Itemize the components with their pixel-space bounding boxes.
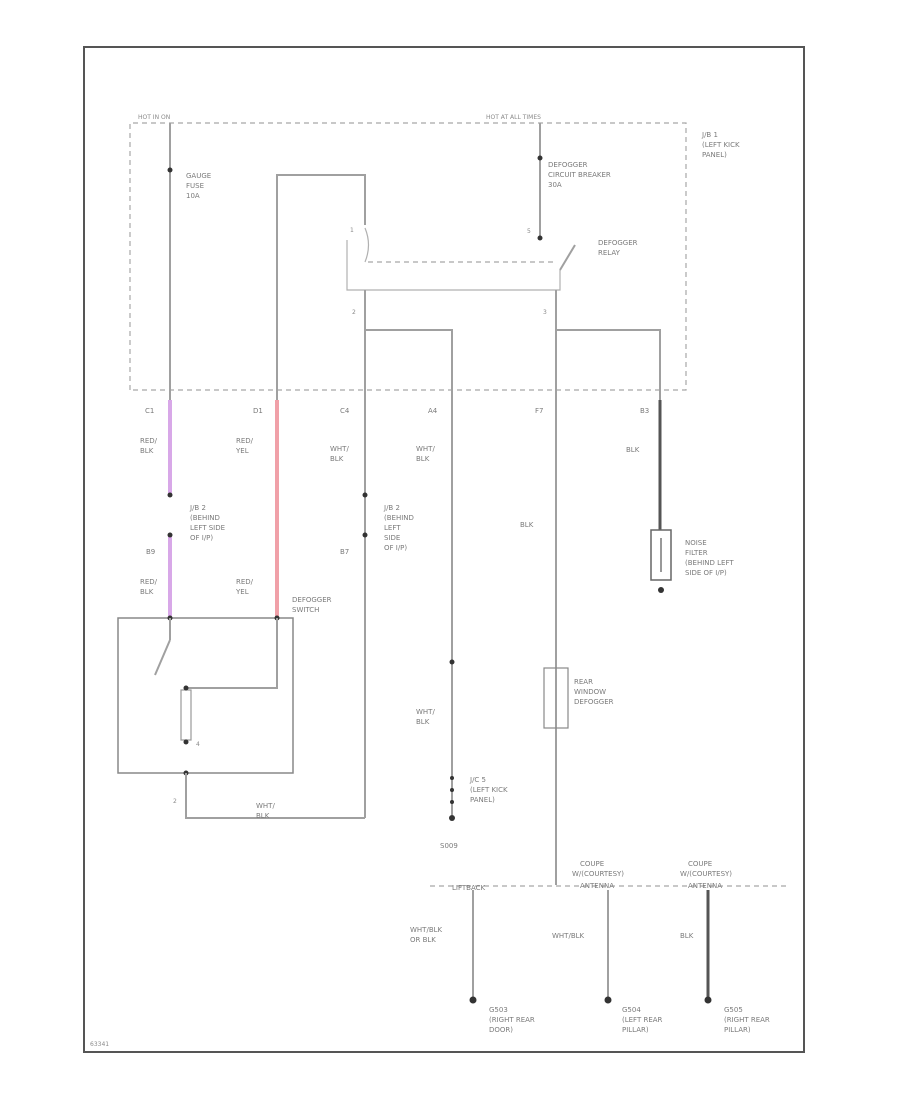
- relay-pin-2: 2: [352, 309, 356, 316]
- wire-d1-relay: [276, 174, 366, 400]
- coupe1-label: COUPE W/(COURTESY) ANTENNA: [572, 860, 626, 890]
- jb2-mid-node: [362, 492, 368, 498]
- pin-b3: B3: [640, 407, 649, 415]
- rear-defogger-element: [543, 667, 569, 729]
- wire-label-wht-blk-or-blk: WHT/BLK OR BLK: [410, 926, 444, 944]
- junction-block-outline: [129, 122, 687, 391]
- jb2-mid-node-2: [362, 532, 368, 538]
- relay-pin-3: 3: [543, 309, 547, 316]
- circuit-breaker-label: DEFOGGER CIRCUIT BREAKER 30A: [548, 161, 613, 189]
- jc-label: J/C 5 (LEFT KICK PANEL): [469, 776, 510, 804]
- wire-pin3-b3: [556, 329, 661, 400]
- coupe2-label: COUPE W/(COURTESY) ANTENNA: [680, 860, 734, 890]
- pin-c4: C4: [340, 407, 350, 415]
- gauge-fuse-label: GAUGE FUSE 10A: [186, 172, 213, 200]
- relay-label: DEFOGGER RELAY: [598, 239, 640, 257]
- switch-indicator: [180, 689, 192, 741]
- switch-node-4: [183, 739, 189, 745]
- wire-label-red-yel-1: RED/ YEL: [235, 437, 255, 455]
- wire-label-wht-blk-5: WHT/BLK: [552, 932, 585, 940]
- wire-label-wht-blk-1: WHT/ BLK: [330, 445, 351, 463]
- switch-pin-2: 2: [173, 798, 177, 805]
- pin-b9: B9: [146, 548, 155, 556]
- relay-pin-1: 1: [350, 227, 354, 234]
- switch-node-3: [183, 685, 189, 691]
- jc-node-3: [450, 800, 454, 804]
- wire-label-blk-2: BLK: [626, 446, 640, 454]
- a4-node: [449, 659, 455, 665]
- hot-all-label: HOT AT ALL TIMES: [486, 114, 541, 121]
- breaker-node-2: [537, 235, 543, 241]
- wire-label-wht-blk-4: WHT/ BLK: [416, 708, 437, 726]
- fuse-node: [167, 167, 173, 173]
- ground-g503: [469, 996, 477, 1004]
- hot-run-label: HOT IN ON: [138, 114, 170, 121]
- jb1-label: J/B 1 (LEFT KICK PANEL): [701, 131, 742, 159]
- switch-blade: [154, 639, 171, 676]
- noise-filter-ground: [658, 587, 664, 593]
- defogger-switch-box: [117, 617, 294, 774]
- relay-coil-arc: [364, 227, 370, 263]
- jb2-left-node: [167, 492, 173, 498]
- jc-ground: [449, 815, 455, 821]
- pin-c1: C1: [145, 407, 154, 415]
- splice-label: S009: [440, 842, 458, 850]
- wire-pin2-a4: [365, 329, 453, 400]
- rear-defogger-label: REAR WINDOW DEFOGGER: [574, 678, 614, 706]
- wire-label-blk-1: BLK: [520, 521, 534, 529]
- jc-node-2: [450, 788, 454, 792]
- jb2-left-node-2: [167, 532, 173, 538]
- breaker-pin-5: 5: [527, 228, 531, 235]
- jc-node-1: [450, 776, 454, 780]
- wire-label-wht-blk-3: WHT/ BLK: [256, 802, 277, 820]
- pin-b7: B7: [340, 548, 349, 556]
- defogger-switch-label: DEFOGGER SWITCH: [292, 596, 334, 614]
- relay-coil: [346, 240, 561, 291]
- jb2-mid-label: J/B 2 (BEHIND LEFT SIDE OF I/P): [383, 504, 416, 552]
- noise-filter-label: NOISE FILTER (BEHIND LEFT SIDE OF I/P): [685, 539, 736, 577]
- ground-g505-label: G505 (RIGHT REAR PILLAR): [724, 1006, 772, 1034]
- ground-g504: [604, 996, 612, 1004]
- jb2-left-label: J/B 2 (BEHIND LEFT SIDE OF I/P): [189, 504, 227, 542]
- ground-g505: [704, 996, 712, 1004]
- noise-filter: [650, 529, 672, 581]
- breaker-node: [537, 155, 543, 161]
- switch-pin-4: 4: [196, 741, 200, 748]
- diagram-id: 63341: [90, 1041, 109, 1048]
- ground-g504-label: G504 (LEFT REAR PILLAR): [622, 1006, 665, 1034]
- pin-d1: D1: [253, 407, 263, 415]
- switch-link: [186, 618, 278, 689]
- wire-label-red-blk-1: RED/ BLK: [140, 437, 159, 455]
- ground-g503-label: G503 (RIGHT REAR DOOR): [489, 1006, 537, 1034]
- wire-label-red-blk-2: RED/ BLK: [140, 578, 159, 596]
- wire-switch-ground: [185, 773, 365, 819]
- liftback-label: LIFTBACK: [452, 884, 485, 892]
- diagram-frame: [83, 46, 805, 1053]
- wire-label-red-yel-2: RED/ YEL: [235, 578, 255, 596]
- pin-f7: F7: [535, 407, 543, 415]
- wire-label-blk-3: BLK: [680, 932, 694, 940]
- relay-switch-blade: [559, 244, 576, 271]
- pin-a4: A4: [428, 407, 438, 415]
- wire-label-wht-blk-2: WHT/ BLK: [416, 445, 437, 463]
